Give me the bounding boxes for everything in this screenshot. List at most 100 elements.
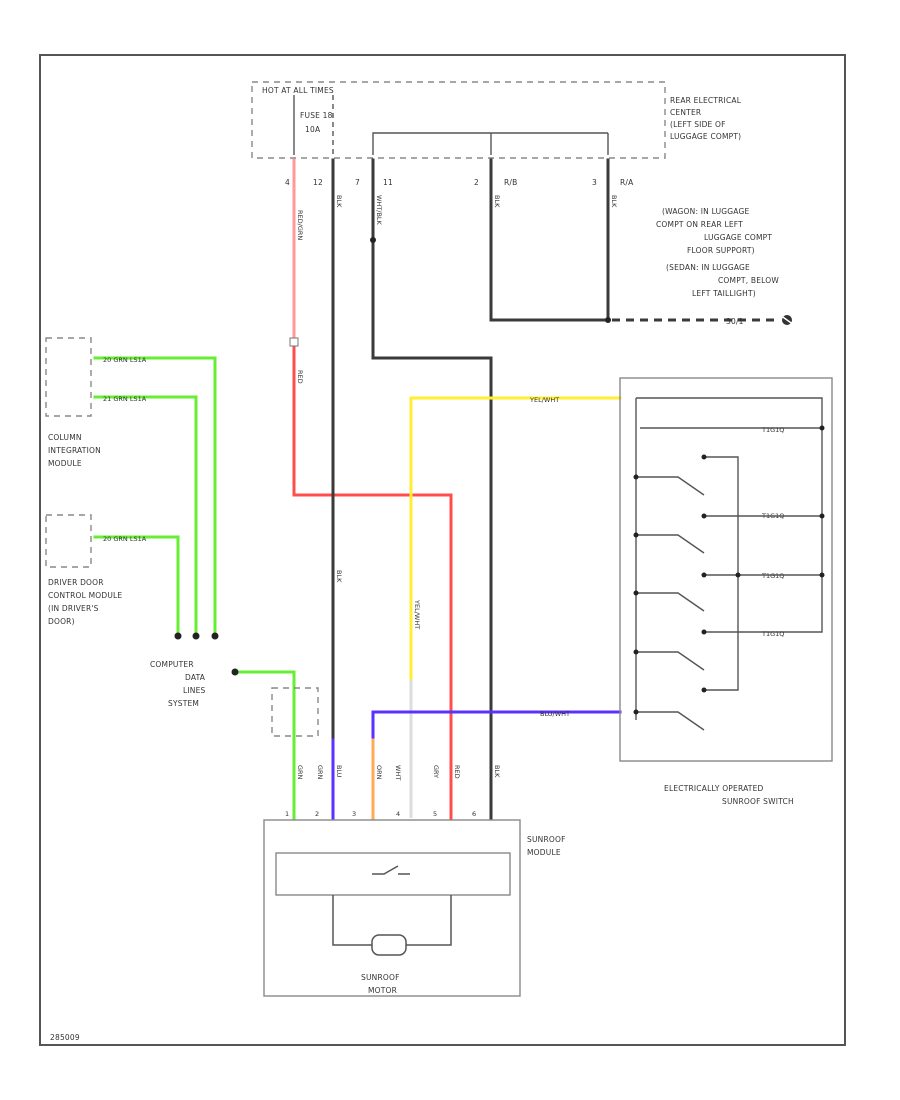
green-wire-2-label: 21 GRN LS1A bbox=[103, 395, 147, 403]
ground-desc-2: COMPT ON REAR LEFT bbox=[656, 220, 743, 229]
diagram-code: 285009 bbox=[50, 1033, 80, 1042]
pin-ra: R/A bbox=[620, 178, 634, 187]
splice-box bbox=[271, 687, 319, 737]
wht-blk-label: WHT/BLK bbox=[375, 195, 383, 226]
mpn-5: 5 bbox=[433, 810, 437, 818]
mpn-2: 2 bbox=[315, 810, 319, 818]
green-wire-3-label: 20 GRN LS1A bbox=[103, 535, 147, 543]
sunroof-motor-2: MOTOR bbox=[368, 986, 397, 995]
ground-icon bbox=[779, 314, 795, 326]
sw-label-4: T1G1Q bbox=[761, 630, 784, 638]
rear-center-label-3: (LEFT SIDE OF bbox=[670, 120, 726, 129]
module-pin-numbers: 1 2 3 4 5 6 bbox=[285, 810, 476, 818]
mpn-3: 3 bbox=[352, 810, 356, 818]
rear-center-box bbox=[251, 81, 666, 159]
relay-switch-icon bbox=[372, 865, 410, 875]
computer-data-4: SYSTEM bbox=[168, 699, 199, 708]
red-wire-label-2: RED bbox=[296, 370, 304, 384]
pin-3: 3 bbox=[592, 178, 597, 187]
mpin-2: GRN bbox=[316, 765, 324, 780]
junction-dot-1 bbox=[370, 237, 376, 243]
mpin-7: RED bbox=[453, 765, 461, 779]
ground-desc-3: LUGGAGE COMPT bbox=[704, 233, 772, 242]
switch-name-2: SUNROOF SWITCH bbox=[722, 797, 794, 806]
pin-4: 4 bbox=[285, 178, 290, 187]
green-wire-1-label: 20 GRN LS1A bbox=[103, 356, 147, 364]
blk-wire-1-label: BLK bbox=[335, 195, 343, 208]
mpn-1: 1 bbox=[285, 810, 289, 818]
switch-frame bbox=[635, 397, 823, 720]
mpin-6: GRY bbox=[432, 765, 440, 778]
pin-11: 11 bbox=[383, 178, 393, 187]
driver-door-4: DOOR) bbox=[48, 617, 75, 626]
yellow-wire bbox=[409, 396, 622, 682]
rear-center-label-2: CENTER bbox=[670, 108, 701, 117]
driver-door-1: DRIVER DOOR bbox=[48, 578, 104, 587]
pin-7: 7 bbox=[355, 178, 360, 187]
green-wire-1 bbox=[93, 356, 217, 637]
computer-data-2: DATA bbox=[185, 673, 206, 682]
blk-wire-3-label: BLK bbox=[610, 195, 618, 208]
switch-outer-box bbox=[619, 377, 833, 762]
ground-desc-5: (SEDAN: IN LUGGAGE bbox=[666, 263, 750, 272]
module-pin-labels: GRN GRN BLU ORN WHT GRY RED BLK bbox=[296, 765, 501, 780]
driver-door-box bbox=[45, 514, 92, 568]
sunroof-module-1: SUNROOF bbox=[527, 835, 566, 844]
computer-data-1: COMPUTER bbox=[150, 660, 194, 669]
switch-dots bbox=[633, 425, 825, 715]
wht-blk-wire bbox=[371, 158, 493, 820]
pin-12: 12 bbox=[313, 178, 323, 187]
data-dot-3 bbox=[211, 632, 219, 640]
column-module-1: COLUMN bbox=[48, 433, 82, 442]
data-dot-2 bbox=[192, 632, 200, 640]
ground-desc-7: LEFT TAILLIGHT) bbox=[692, 289, 756, 298]
ground-desc-6: COMPT, BELOW bbox=[718, 276, 779, 285]
pin-2: 2 bbox=[474, 178, 479, 187]
mpn-4: 4 bbox=[396, 810, 400, 818]
data-dot-4 bbox=[231, 668, 239, 676]
mpin-3: BLU bbox=[335, 765, 343, 778]
ground-desc-1: (WAGON: IN LUGGAGE bbox=[662, 207, 750, 216]
blk-wire-2-label: BLK bbox=[493, 195, 501, 208]
mpin-1: GRN bbox=[296, 765, 304, 780]
rear-center-label-1: REAR ELECTRICAL bbox=[670, 96, 742, 105]
column-module-box bbox=[45, 337, 92, 417]
red-connector bbox=[289, 337, 299, 347]
sunroof-relay-box bbox=[275, 852, 511, 896]
diagram-frame bbox=[39, 54, 846, 1046]
rear-center-label-4: LUGGAGE COMPT) bbox=[670, 132, 741, 141]
mpn-6: 6 bbox=[472, 810, 476, 818]
sunroof-module-box bbox=[263, 819, 521, 997]
green-wire-4 bbox=[233, 670, 296, 820]
ground-id: 30/1 bbox=[726, 317, 744, 326]
blue-wire-label: BLU/WHT bbox=[540, 710, 570, 718]
sw-label-1: T1G1Q bbox=[761, 426, 784, 434]
yellow-wire-label: YEL/WHT bbox=[529, 396, 559, 404]
sw-label-3: T1G1Q bbox=[761, 572, 784, 580]
sunroof-motor-icon bbox=[371, 934, 407, 956]
computer-data-3: LINES bbox=[183, 686, 206, 695]
yellow-wire-vlabel: YEL/WHT bbox=[413, 599, 421, 629]
mpin-4: ORN bbox=[375, 765, 383, 780]
column-module-3: MODULE bbox=[48, 459, 82, 468]
hot-label: HOT AT ALL TIMES bbox=[262, 86, 334, 95]
sunroof-motor-1: SUNROOF bbox=[361, 973, 400, 982]
ground-desc-4: FLOOR SUPPORT) bbox=[687, 246, 755, 255]
green-wire-3 bbox=[93, 535, 180, 637]
switch-name-1: ELECTRICALLY OPERATED bbox=[664, 784, 764, 793]
switch-contacts bbox=[636, 456, 822, 731]
red-wire-label-1: RED/GRN bbox=[296, 210, 304, 240]
driver-door-2: CONTROL MODULE bbox=[48, 591, 122, 600]
blk-wire-v-label: BLK bbox=[335, 570, 343, 583]
fuse-amp-label: 10A bbox=[305, 125, 321, 134]
junction-dot-2 bbox=[605, 317, 611, 323]
blk-wire-2 bbox=[489, 158, 610, 322]
column-module-2: INTEGRATION bbox=[48, 446, 101, 455]
fuse-label: FUSE 18 bbox=[300, 111, 333, 120]
data-dot-1 bbox=[174, 632, 182, 640]
green-wire-2 bbox=[93, 395, 198, 637]
pin-rb: R/B bbox=[504, 178, 517, 187]
mpin-5: WHT bbox=[394, 765, 402, 780]
ground-bus bbox=[372, 132, 608, 155]
